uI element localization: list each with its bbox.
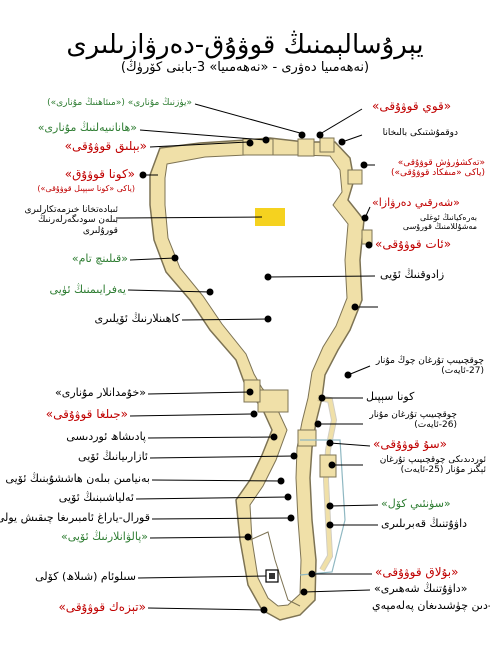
leader-lines-right [267,108,379,593]
label-tower-of-hundred: «يۈزنىڭ مۇنارى» («مىئاھنىڭ مۇنارى») [47,98,192,108]
label-old-gate: «كونا قوۋۇق» [64,167,135,181]
label-corner-room: دوقمۇشتىكى بالىخانا [382,128,458,138]
tower-block-east-1 [347,169,363,185]
label-fish-gate: «بېلىق قوۋۇقى» [64,139,147,153]
label-david-tombs: داۋۇتنىڭ قەبرىلىرى [381,517,468,530]
label-azariah-house: ئازارىيانىڭ ئۆيى [78,450,148,463]
label-valley-gate: «جىلغا قوۋۇقى» [45,407,128,421]
city-interior [164,154,349,607]
label-heroes-house: «پالۋانلارنىڭ ئۆيى» [60,530,148,543]
label-east-gate: «شەرقىي دەرۋازا» [372,196,460,209]
tower-block-north [297,138,315,157]
label-old-gate-alt: (ياكى «كونا سېپىل قوۋۇقى») [37,184,135,193]
label-fountain-gate: «بۇلاق قوۋۇقى» [375,565,459,579]
label-great-projecting-tower: چوقچىيىپ تۇرغان چوڭ مۇنار (27-ئايەت) [375,356,484,377]
label-kings-palace: پادىشاھ ئوردىسى [66,430,146,443]
label-priests-houses: كاھىنلارنىڭ ئۆيلىرى [94,312,181,325]
label-horse-gate: «ئات قوۋۇقى» [375,237,452,251]
label-armory-ascent: قورال-ياراغ ئامبىرىغا چىقىش يولى [0,511,150,524]
label-benjamin-house: بەنيامىن بىلەن ھاششۇبنىڭ ئۆيى [5,472,150,485]
label-old-wall: كونا سېپىل [366,390,415,403]
label-eliashib-house: ئەلياشىبنىڭ ئۆيى [58,491,134,504]
label-siloam-pool: سىلوئام (شىلاھ) كۆلى [35,570,136,583]
label-meshullam-court: بەرەكيانىڭ ئوغلى مەشۇللامنىڭ قورۇسى [402,213,477,232]
label-high-tower-25: ئوردىدىكى چوقچىيىپ تۇرغان ئېگىز مۇنار (2… [379,455,486,476]
label-hananeel-tower: «ھانانىيەلنىڭ مۇنارى» [37,121,137,134]
palace-block [257,389,289,413]
tower-block-northeast [319,137,335,153]
tower-25-block [319,454,337,478]
label-projecting-tower-26: چوقچىيىپ تۇرغان مۇنار (26-ئايەت) [369,410,457,431]
label-city-of-david: «داۋۇتنىڭ شەھىرى» [374,582,468,595]
siloam-pool-inner [269,573,275,579]
label-zadok-house: زادوقنىڭ ئۆيى [380,268,445,281]
label-water-gate: «سۇ قوۋۇقى» [373,437,448,451]
label-ovens-tower: «خۇمدانلار مۇنارى» [54,386,146,399]
king-pool-outline [299,439,346,576]
leader-lines-left [115,103,301,611]
label-city-of-david-stairs: -دىن چۈشىدىغان پەلەمپەي [372,599,490,612]
label-ephraim-house: يەفرايىمنىڭ ئۈيى [49,283,126,296]
page-subtitle: (نەھەمىيا دەۋرى - «نەھەمىيا» 3-بابنى كۆر… [120,60,370,75]
tower-26-block [297,429,317,447]
marker-dots [139,131,373,614]
label-sheep-gate: «قوي قوۋۇقى» [372,99,452,113]
label-dung-gate: «تېزەك قوۋۇقى» [58,600,146,614]
page-title: يېرۇسالېمنىڭ قوۋۇق-دەرۋازىلىرى [66,30,424,60]
label-inspection-gate: «تەكشۈرۈش قوۋۇقى» (ياكى «مىفكاد قوۋۇقى») [390,158,485,179]
southern-tip-shape [249,531,301,607]
label-broad-wall: «قىلىنچ تام» [71,252,128,265]
label-temple-courts: ئىبادەتخانا خىزمەتكارلىرى بىلەن سودىگەرل… [24,205,119,236]
label-artificial-pool: «سۈنئىي كۆل» [381,497,451,510]
temple-marker [255,208,285,226]
